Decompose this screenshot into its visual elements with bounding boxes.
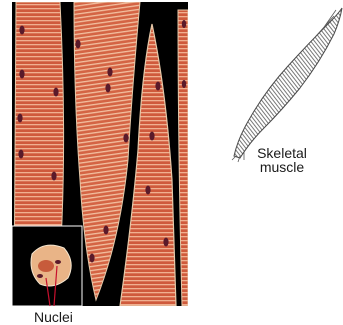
micrograph-panel — [12, 2, 188, 306]
nuclei-label: Nuclei — [34, 310, 73, 324]
skeletal-muscle-label-line2: muscle — [247, 160, 317, 174]
skeletal-muscle-label-line1: Skeletal — [247, 146, 317, 160]
skeletal-muscle-label: Skeletal muscle — [247, 146, 317, 174]
inset-cross-section — [12, 226, 82, 306]
skeletal-muscle-sketch-icon — [232, 8, 342, 162]
